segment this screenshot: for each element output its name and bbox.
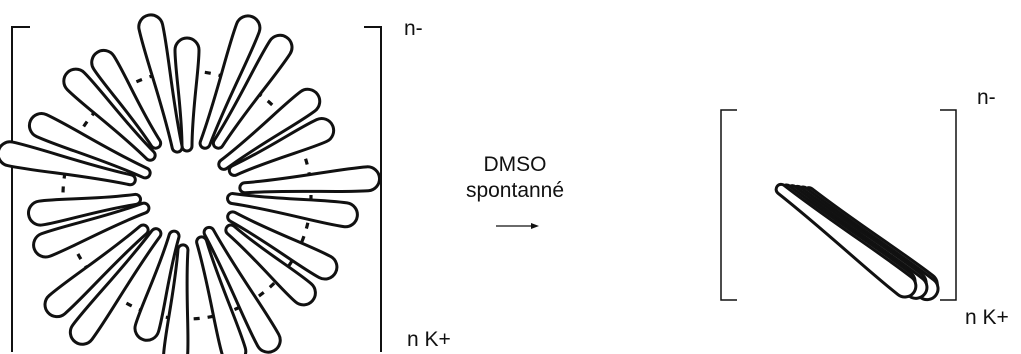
radial-molecule <box>217 87 322 171</box>
left-counterion-label: n K+ <box>407 328 451 351</box>
radial-molecule <box>27 192 143 227</box>
radial-molecule <box>32 201 151 259</box>
stacked-molecules <box>774 182 940 302</box>
right-assembly-open-bracket <box>720 109 737 301</box>
stacked-molecule <box>774 182 918 299</box>
left-assembly-open-bracket <box>11 26 30 352</box>
radial-molecule <box>227 117 336 177</box>
right-counterion-label: n K+ <box>965 306 1009 329</box>
radial-molecule <box>68 227 163 346</box>
left-assembly-close-bracket <box>364 26 382 352</box>
radial-molecule <box>137 13 184 154</box>
left-charge-label: n- <box>404 17 423 40</box>
radial-molecule <box>27 112 152 180</box>
right-charge-label: n- <box>977 86 996 109</box>
radial-molecule <box>224 223 317 307</box>
condition-label: spontanné <box>465 179 565 202</box>
radial-molecule <box>226 210 339 281</box>
radial-molecule <box>226 192 359 229</box>
reaction-arrow <box>496 223 539 229</box>
right-assembly-close-bracket <box>940 109 957 301</box>
radial-molecule <box>198 14 262 150</box>
radial-molecule <box>173 36 201 153</box>
radial-molecule <box>133 229 181 342</box>
micelle-dashed-circle <box>61 69 313 321</box>
radial-molecule <box>90 49 163 150</box>
radial-molecule <box>62 67 157 162</box>
solvent-label: DMSO <box>483 153 547 176</box>
radial-molecule <box>202 225 282 354</box>
radial-molecule <box>162 243 190 354</box>
radial-molecule <box>238 165 381 195</box>
radial-molecule <box>0 140 137 187</box>
radial-molecule <box>43 223 150 319</box>
radial-molecule <box>195 235 248 354</box>
micelle-radial-molecules <box>0 13 381 354</box>
radial-molecule <box>211 33 294 150</box>
